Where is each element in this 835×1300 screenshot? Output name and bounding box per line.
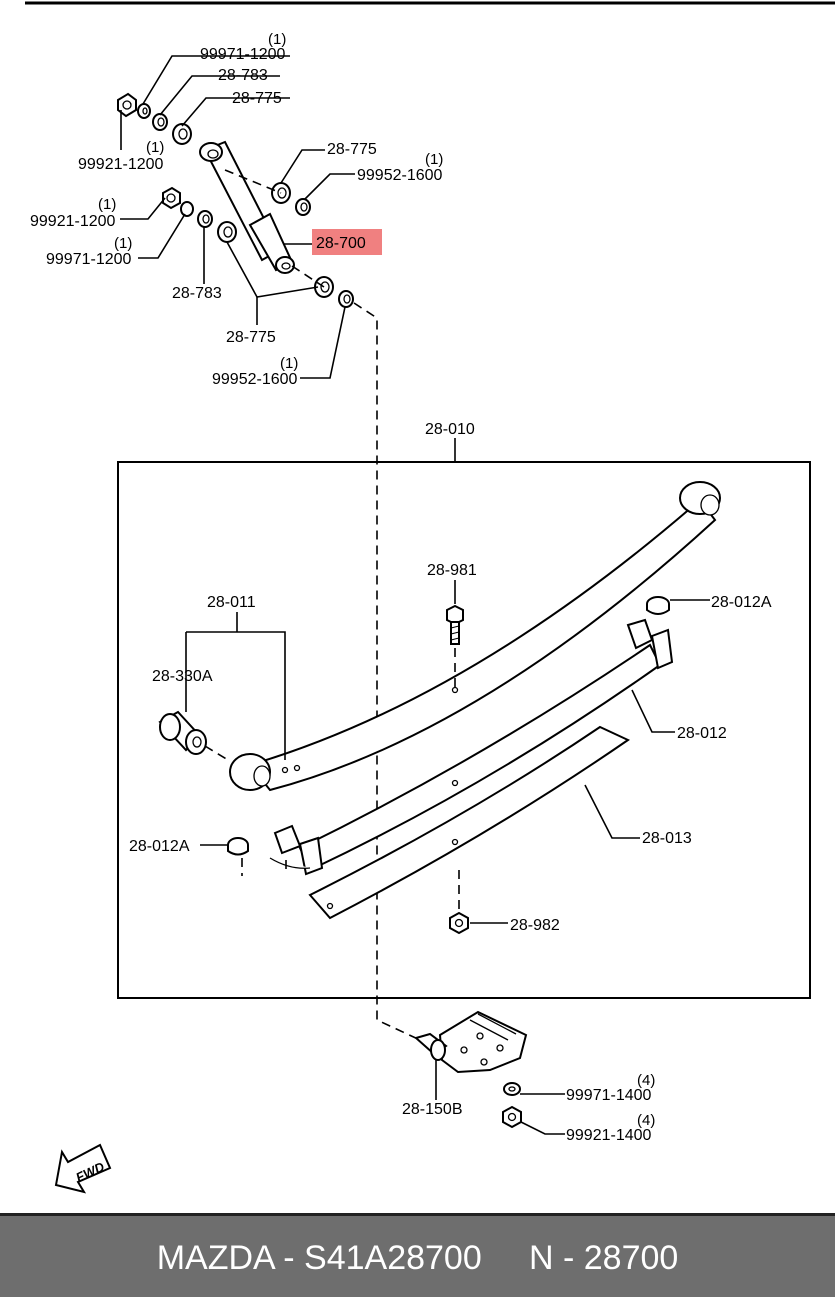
washer-28-783-top[interactable] xyxy=(152,113,168,131)
label-28-010[interactable]: 28-010 xyxy=(425,421,475,438)
footer-part-number: MAZDA - S41A28700 N - 28700 xyxy=(156,1239,679,1277)
assembly-line-bushing xyxy=(204,745,229,761)
forward-direction-arrow xyxy=(54,1143,112,1194)
assembly-line-main xyxy=(353,302,421,1041)
label-28-775-top[interactable]: 28-775 xyxy=(232,90,282,107)
part-highlight xyxy=(312,229,382,255)
label-28-013[interactable]: 28-013 xyxy=(642,830,692,847)
qty-99971-1200-mid: (1) xyxy=(114,235,132,252)
qty-99952-1600-low: (1) xyxy=(280,355,298,372)
washer-99952-1600-top[interactable] xyxy=(295,198,311,216)
assembly-line-b xyxy=(291,265,325,288)
footer-bar: MAZDA - S41A28700 N - 28700 xyxy=(0,1213,835,1297)
label-28-012A-right[interactable]: 28-012A xyxy=(711,594,772,611)
bolt-28-981[interactable] xyxy=(446,604,464,645)
label-28-700[interactable]: 28-700 xyxy=(316,235,366,252)
leaf-28-012[interactable] xyxy=(269,618,674,876)
label-99971-1200-top[interactable]: 99971-1200 xyxy=(200,46,286,63)
qty-99971-1400: (4) xyxy=(637,1072,655,1089)
label-28-012[interactable]: 28-012 xyxy=(677,725,727,742)
label-28-981[interactable]: 28-981 xyxy=(427,562,477,579)
label-28-150B[interactable]: 28-150B xyxy=(402,1101,463,1118)
leaders-top xyxy=(120,55,355,379)
nut-99921-1200-top[interactable] xyxy=(117,92,137,118)
nut-28-982[interactable] xyxy=(449,911,469,935)
washer-28-783-mid[interactable] xyxy=(197,210,213,228)
leaf-spring-assembly-box xyxy=(117,461,811,999)
label-28-982[interactable]: 28-982 xyxy=(510,917,560,934)
label-28-330A[interactable]: 28-330A xyxy=(152,668,213,685)
washer-99952-1600-low[interactable] xyxy=(338,290,354,308)
leaf-28-013[interactable] xyxy=(308,725,631,920)
nut-99921-1400[interactable] xyxy=(502,1105,522,1129)
label-28-011[interactable]: 28-011 xyxy=(207,594,256,611)
leaders-box xyxy=(185,580,710,924)
label-28-783-top[interactable]: 28-783 xyxy=(218,67,268,84)
bolt-hole-a xyxy=(451,686,459,694)
qty-99971-1200-top: (1) xyxy=(268,31,286,48)
washer-99971-1200-top[interactable] xyxy=(137,103,151,119)
bushing-28-330A[interactable] xyxy=(158,710,207,755)
label-99921-1200-top[interactable]: 99921-1200 xyxy=(78,156,164,173)
exploded-parts-diagram: (1) 99971-1200 28-783 28-775 (1) 99921-1… xyxy=(25,1,835,1194)
label-28-775-mid[interactable]: 28-775 xyxy=(327,141,377,158)
nut-99921-1200-mid[interactable] xyxy=(162,186,181,210)
main-leaf-28-011[interactable] xyxy=(229,481,721,792)
assembly-line-a xyxy=(224,169,282,194)
label-99971-1200-mid[interactable]: 99971-1200 xyxy=(46,251,132,268)
bolt-hole-b xyxy=(451,779,459,787)
washer-99971-1200-mid[interactable] xyxy=(180,201,194,217)
shock-absorber[interactable] xyxy=(199,140,295,274)
bushing-28-775-top[interactable] xyxy=(172,123,192,145)
bolt-hole-c xyxy=(451,838,459,846)
qty-99952-1600-top: (1) xyxy=(425,151,443,168)
pad-28-012A-left[interactable] xyxy=(227,837,249,856)
label-28-775-low[interactable]: 28-775 xyxy=(226,329,276,346)
label-99971-1400[interactable]: 99971-1400 xyxy=(566,1087,652,1104)
bushing-28-775-low[interactable] xyxy=(217,221,237,243)
leader-99921-1400 xyxy=(520,1121,565,1135)
shackle-bracket-28-150B[interactable] xyxy=(413,1010,528,1074)
label-28-783-mid[interactable]: 28-783 xyxy=(172,285,222,302)
washer-99971-1400[interactable] xyxy=(503,1082,521,1096)
label-99952-1600-top[interactable]: 99952-1600 xyxy=(357,167,443,184)
pad-28-012A-right[interactable] xyxy=(646,596,670,615)
qty-99921-1200-mid: (1) xyxy=(98,196,116,213)
qty-99921-1200-top: (1) xyxy=(146,139,164,156)
label-99921-1200-mid[interactable]: 99921-1200 xyxy=(30,213,116,230)
qty-99921-1400: (4) xyxy=(637,1112,655,1129)
label-28-012A-left[interactable]: 28-012A xyxy=(129,838,190,855)
label-99921-1400[interactable]: 99921-1400 xyxy=(566,1127,652,1144)
label-99952-1600-low[interactable]: 99952-1600 xyxy=(212,371,298,388)
